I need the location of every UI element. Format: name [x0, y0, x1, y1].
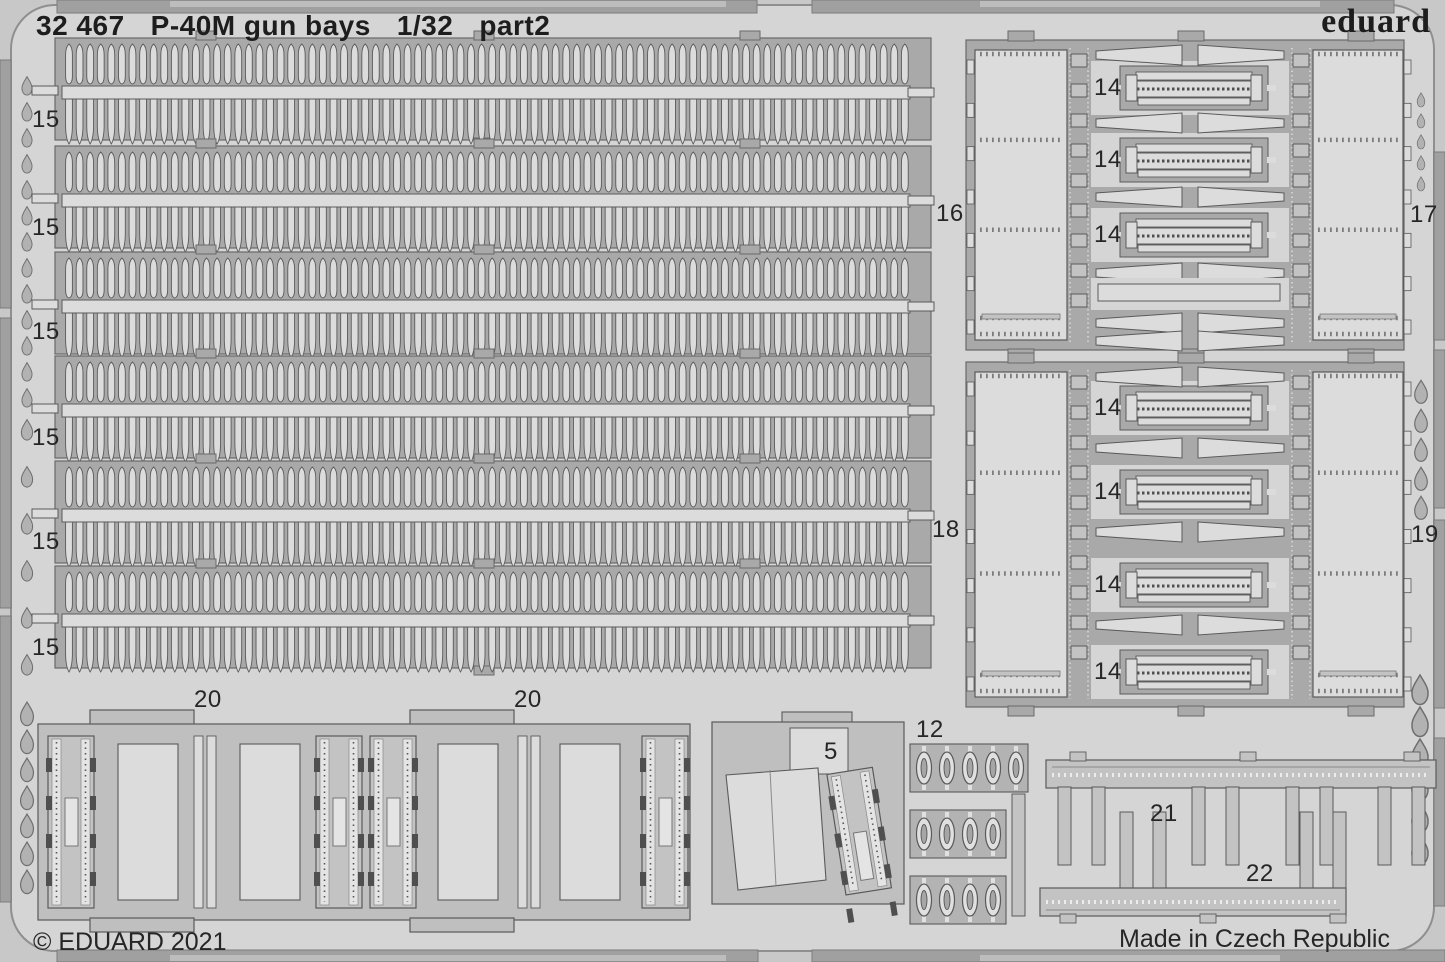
part-label-14: 14 — [1094, 658, 1122, 685]
part-label-16: 16 — [936, 200, 964, 227]
part-label-21: 21 — [1150, 800, 1178, 827]
teardrop-hole — [1414, 466, 1428, 491]
part-label-14: 14 — [1094, 478, 1122, 505]
teardrop-hole — [1416, 176, 1426, 192]
louver-strip-part-15 — [31, 348, 935, 466]
teardrop-hole — [21, 309, 33, 330]
gun-bay-rail-parts-20 — [37, 709, 691, 933]
gun-bay-door-block-18-19 — [965, 352, 1412, 717]
comb-part-21 — [1045, 751, 1437, 866]
teardrop-hole — [21, 179, 33, 200]
teardrop-hole — [19, 868, 35, 895]
teardrop-hole — [21, 335, 33, 356]
cover-part-5 — [711, 711, 905, 923]
part-label-14: 14 — [1094, 74, 1122, 101]
part-suffix: part2 — [479, 10, 551, 41]
product-name: P-40M gun bays — [150, 10, 371, 41]
part-label-14: 14 — [1094, 394, 1122, 421]
louver-strip-part-15 — [31, 30, 935, 148]
louver-strip-part-15 — [31, 453, 935, 571]
teardrop-hole — [19, 756, 35, 783]
teardrop-hole — [1414, 408, 1428, 433]
part-label-19: 19 — [1411, 521, 1439, 548]
part-label-15: 15 — [32, 318, 60, 345]
teardrop-hole — [20, 653, 34, 676]
part-label-20: 20 — [514, 686, 542, 713]
teardrop-hole — [21, 127, 33, 148]
teardrop-hole — [21, 387, 33, 408]
gun-bay-door-block-16-17 — [965, 30, 1412, 360]
teardrop-hole — [1416, 155, 1426, 171]
grommet-block-part-12 — [909, 875, 1007, 925]
louver-strip-part-15 — [31, 138, 935, 256]
part-label-14: 14 — [1094, 221, 1122, 248]
teardrop-hole — [21, 231, 33, 252]
comb-part-22 — [1011, 793, 1347, 924]
teardrop-hole — [1416, 134, 1426, 150]
teardrop-hole — [19, 812, 35, 839]
teardrop-hole — [1414, 495, 1428, 520]
grommet-block-part-12 — [909, 809, 1007, 859]
teardrop-hole — [21, 101, 33, 122]
teardrop-hole — [21, 75, 33, 96]
part-label-17: 17 — [1410, 201, 1438, 228]
part-label-15: 15 — [32, 634, 60, 661]
part-label-15: 15 — [32, 528, 60, 555]
teardrop-hole — [19, 700, 35, 727]
part-label-14: 14 — [1094, 146, 1122, 173]
scale-label: 1/32 — [396, 10, 454, 41]
sheet-title: 32 467 P-40M gun bays 1/32 part2 — [36, 10, 550, 42]
copyright-text: © EDUARD 2021 — [33, 928, 227, 956]
teardrop-hole — [21, 257, 33, 278]
teardrop-hole — [19, 728, 35, 755]
part-label-18: 18 — [932, 516, 960, 543]
louver-strip-part-15 — [31, 244, 935, 362]
teardrop-hole — [20, 559, 34, 582]
part-label-20: 20 — [194, 686, 222, 713]
teardrop-hole — [21, 283, 33, 304]
louver-strip-part-15 — [31, 558, 935, 676]
teardrop-hole — [21, 153, 33, 174]
teardrop-hole — [1414, 437, 1428, 462]
part-label-15: 15 — [32, 106, 60, 133]
part-label-15: 15 — [32, 424, 60, 451]
teardrop-hole — [21, 205, 33, 226]
part-label-22: 22 — [1246, 860, 1274, 887]
teardrop-hole — [19, 784, 35, 811]
teardrop-hole — [20, 418, 34, 441]
made-in-text: Made in Czech Republic — [1119, 925, 1390, 953]
part-label-12: 12 — [916, 716, 944, 743]
brand-logo-eduard: eduard — [1321, 3, 1431, 40]
teardrop-hole — [1416, 113, 1426, 129]
teardrop-hole — [20, 512, 34, 535]
part-label-14: 14 — [1094, 571, 1122, 598]
part-label-15: 15 — [32, 214, 60, 241]
teardrop-hole — [21, 361, 33, 382]
catalog-number: 32 467 — [36, 10, 125, 41]
teardrop-hole — [1414, 379, 1428, 404]
teardrop-hole — [1411, 705, 1429, 738]
part-label-5: 5 — [824, 738, 838, 765]
grommet-block-part-12 — [909, 743, 1029, 793]
teardrop-hole — [20, 465, 34, 488]
teardrop-hole — [1416, 92, 1426, 108]
teardrop-hole — [19, 840, 35, 867]
teardrop-hole — [1411, 673, 1429, 706]
